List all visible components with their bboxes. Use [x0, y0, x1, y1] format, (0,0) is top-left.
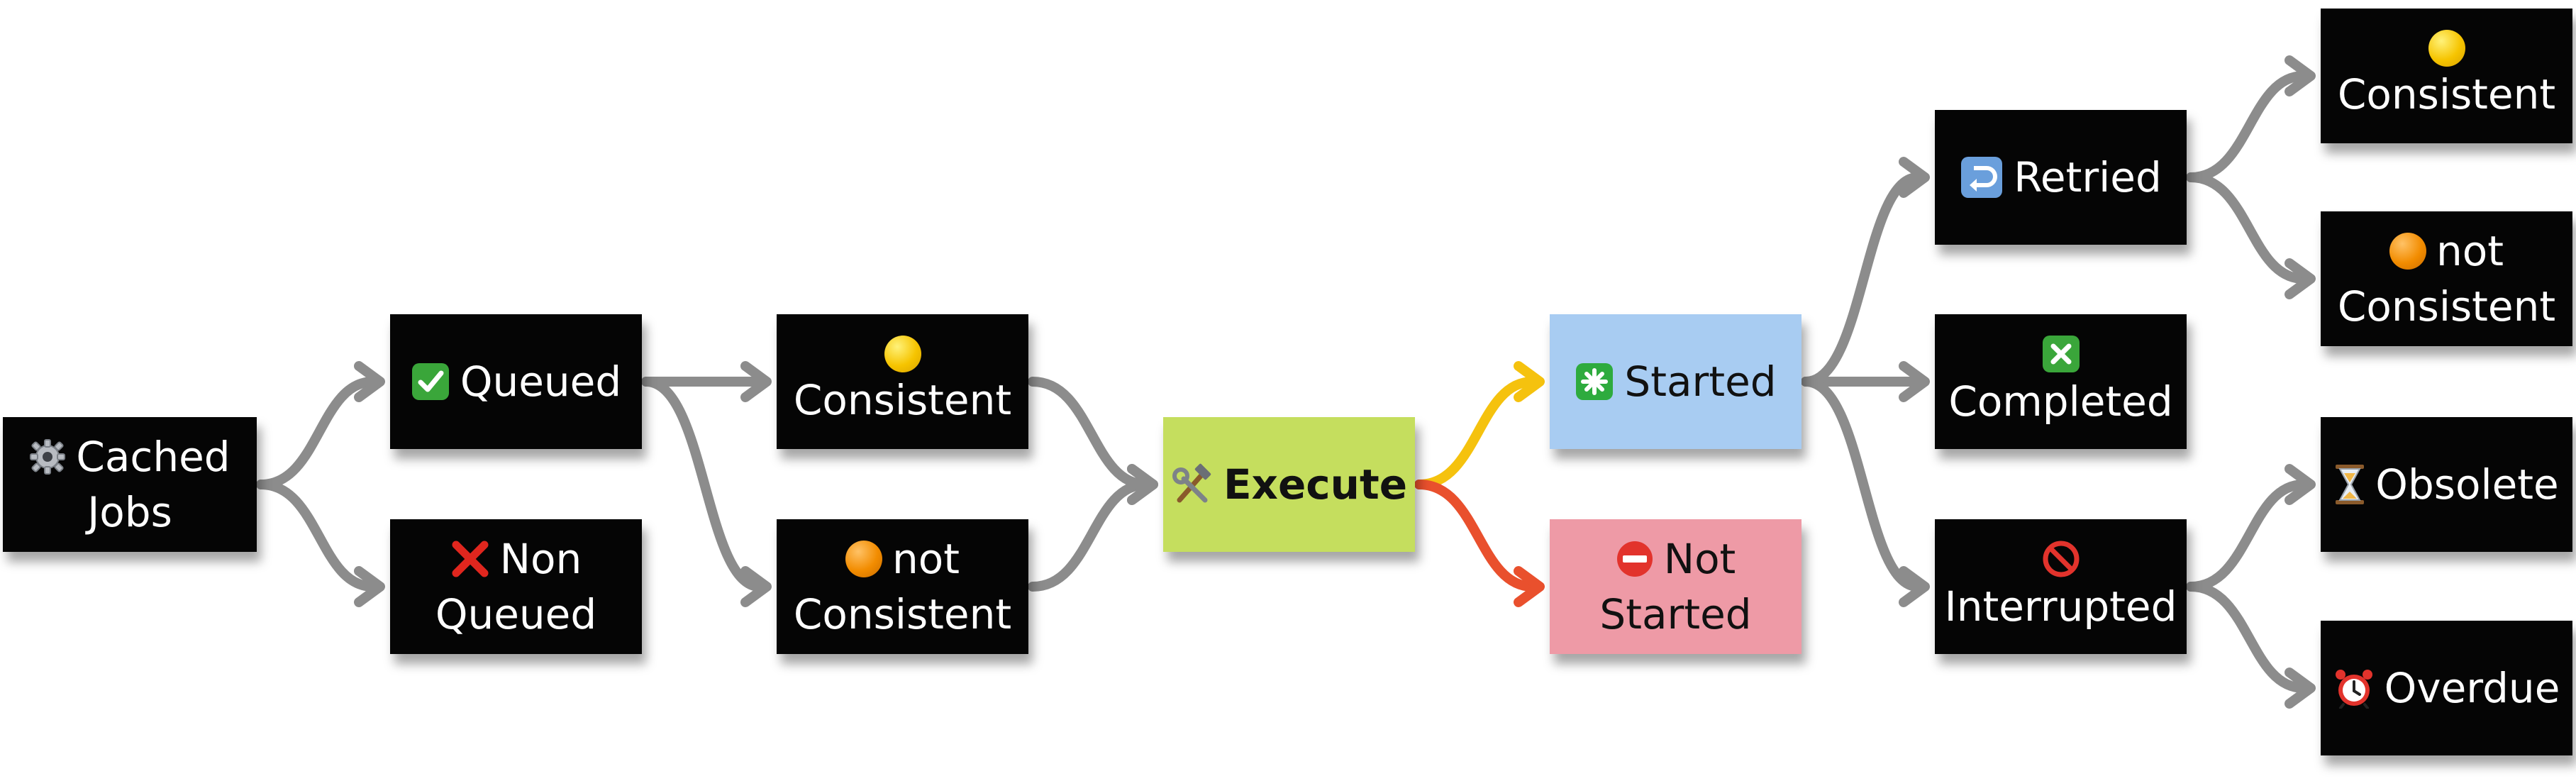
arrowhead — [2284, 55, 2316, 96]
yellow-circle-icon — [884, 336, 921, 372]
hourglass-icon — [2334, 463, 2365, 506]
node-label-line: Started — [1599, 590, 1752, 638]
node-label-line: Execute — [1223, 460, 1408, 509]
yellow-circle-icon — [2428, 30, 2465, 67]
arrowhead — [354, 361, 385, 402]
arrowhead — [1899, 157, 1930, 198]
node-label-line: Jobs — [87, 488, 172, 536]
node-label-line: Cached — [76, 433, 231, 481]
check-box-icon — [411, 362, 450, 401]
arrowhead — [1127, 464, 1158, 505]
node-label-line: Interrupted — [1944, 582, 2177, 631]
arrowhead — [740, 566, 772, 607]
connector-queued-to-not-consistent-1 — [641, 377, 765, 592]
node-label-line: Retried — [2014, 153, 2162, 201]
arrowhead — [2284, 668, 2316, 709]
connector-not-consistent-1-to-execute — [1028, 480, 1151, 592]
no-entry-icon — [1616, 540, 1654, 578]
arrowhead — [354, 566, 385, 607]
node-label-line: Consistent — [2337, 70, 2556, 118]
eight-spoked-asterisk-icon — [1575, 362, 1614, 401]
node-label-line: Queued — [460, 358, 622, 406]
node-queued: Queued — [390, 314, 642, 449]
node-label-line: Consistent — [793, 590, 1012, 638]
node-interrupted: Interrupted — [1935, 519, 2187, 654]
node-obsolete: Obsolete — [2321, 417, 2572, 552]
node-label-line: not — [892, 535, 960, 583]
arrowhead — [1514, 361, 1545, 402]
connector-execute-to-not-started — [1414, 480, 1538, 592]
connector-started-to-retried — [1801, 172, 1923, 387]
node-label-line: not — [2436, 227, 2504, 275]
gear-icon — [29, 438, 66, 475]
connector-retried-to-not-consistent-2 — [2186, 172, 2309, 284]
connector-execute-to-started — [1414, 377, 1538, 489]
prohibited-icon — [2041, 539, 2081, 579]
connector-interrupted-to-obsolete — [2186, 480, 2309, 592]
node-completed: Completed — [1935, 314, 2187, 449]
node-label-line: Not — [1663, 535, 1736, 583]
connector-retried-to-consistent-2 — [2186, 71, 2309, 182]
cross-mark-button-icon — [2041, 334, 2081, 374]
node-overdue: Overdue — [2321, 621, 2572, 755]
arrowhead — [1514, 566, 1545, 607]
connector-interrupted-to-overdue — [2186, 582, 2309, 693]
connector-cached-jobs-to-queued — [256, 377, 378, 489]
arrowhead — [1899, 361, 1930, 402]
connector-cached-jobs-to-non-queued — [256, 480, 378, 592]
hammer-wrench-icon — [1171, 463, 1214, 506]
node-label-line: Queued — [435, 590, 597, 638]
node-label-line: Consistent — [793, 376, 1012, 424]
connector-consistent-1-to-execute — [1028, 377, 1151, 489]
arrowhead — [2284, 258, 2316, 299]
orange-circle-icon — [845, 541, 882, 577]
node-consistent-2: Consistent — [2321, 9, 2572, 143]
node-execute: Execute — [1163, 417, 1415, 552]
alarm-clock-icon — [2333, 668, 2375, 709]
node-label-line: Non — [499, 535, 582, 583]
node-started: Started — [1550, 314, 1801, 449]
node-label-line: Started — [1624, 358, 1777, 406]
arrowhead — [2284, 464, 2316, 505]
node-retried: Retried — [1935, 110, 2187, 245]
node-label-line: Consistent — [2337, 282, 2556, 331]
red-x-icon — [450, 539, 490, 579]
arrowhead — [740, 361, 772, 402]
arrowhead — [1899, 566, 1930, 607]
connector-started-to-interrupted — [1801, 377, 1923, 592]
node-consistent-1: Consistent — [777, 314, 1028, 449]
node-label-line: Overdue — [2384, 664, 2560, 712]
node-label-line: Completed — [1948, 377, 2173, 426]
node-label-line: Obsolete — [2375, 460, 2559, 509]
return-arrow-icon — [1960, 155, 2004, 199]
orange-circle-icon — [2389, 233, 2426, 270]
